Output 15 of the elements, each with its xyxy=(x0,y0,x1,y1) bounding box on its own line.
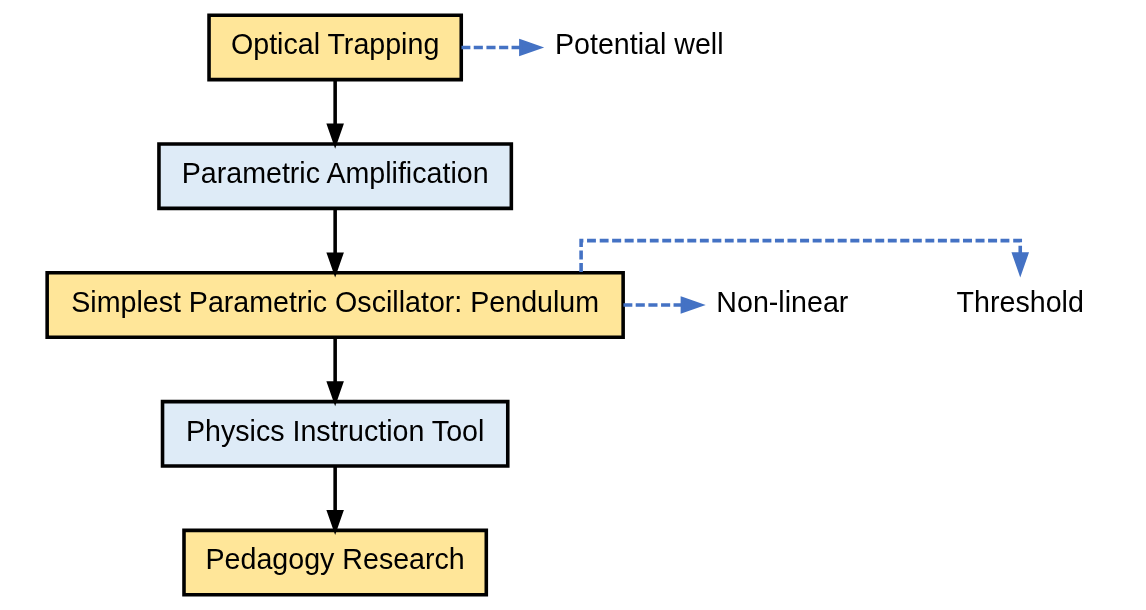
arrow xyxy=(325,466,344,536)
node-box: Pedagogy Research xyxy=(181,528,488,597)
arrow xyxy=(578,238,1029,278)
arrow xyxy=(325,208,344,278)
node-box: Optical Trapping xyxy=(206,13,463,82)
node-text: Non-linear xyxy=(715,285,848,318)
node-box: Physics Instruction Tool xyxy=(160,399,510,468)
arrow xyxy=(325,79,344,149)
node-text: Threshold xyxy=(956,285,1084,318)
node-box: Parametric Amplification xyxy=(156,142,513,211)
arrow xyxy=(460,38,544,57)
node-text: Potential well xyxy=(554,28,724,61)
arrow xyxy=(325,337,344,407)
arrow xyxy=(622,296,706,314)
node-box: Simplest Parametric Oscillator: Pendulum xyxy=(44,271,625,339)
